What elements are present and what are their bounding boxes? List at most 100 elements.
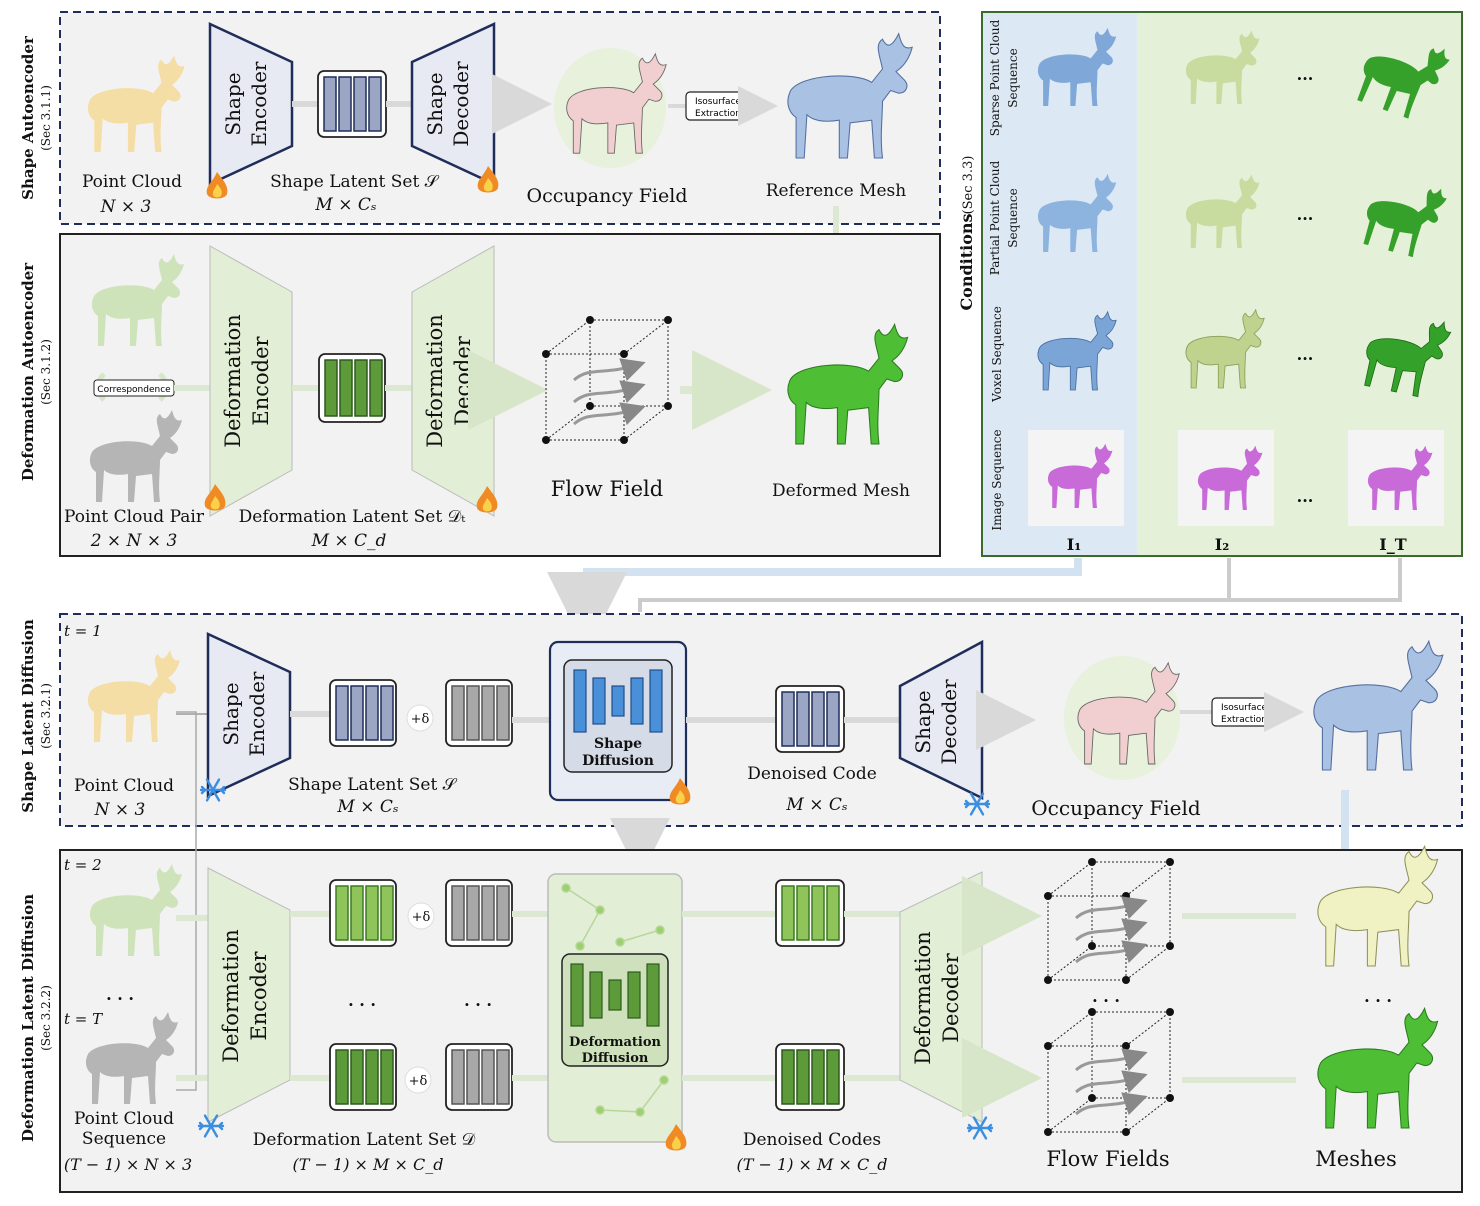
shape-ld-decoder-trapezoid xyxy=(898,639,984,801)
cond-ellipsis-3: ... xyxy=(1297,345,1314,364)
cond-row2-line1: Partial Point Cloud xyxy=(988,160,1002,275)
deform-ld-noise-tT: +δ xyxy=(409,1074,428,1089)
noise-add-circle xyxy=(406,704,434,732)
noise-add-circle-t2 xyxy=(407,902,435,930)
deform-ld-ellipsis-latent: . . . xyxy=(348,991,376,1010)
flow-field-t2-arrows xyxy=(1075,896,1148,964)
condition-arrow-shape xyxy=(547,558,1082,652)
frame-label-2: I₂ xyxy=(1215,535,1230,554)
deformation-diffusion-line1: Deformation xyxy=(569,1035,661,1050)
shape-encoder-trapezoid xyxy=(208,22,294,186)
denoised-block-tT xyxy=(775,1043,845,1111)
shape-ld-latent-label: Shape Latent Set 𝒮 xyxy=(288,775,458,795)
shape-ld-isosurface-line2: Extraction xyxy=(1221,715,1267,725)
shape-latent-block xyxy=(317,70,387,138)
shape-decoder-line1: Shape xyxy=(423,72,447,135)
deform-ld-denoised-dim: (T − 1) × M × C_d xyxy=(737,1155,888,1174)
deform-ld-ellipsis-noisy: . . . xyxy=(464,991,492,1010)
deform-ae-latent-label: Deformation Latent Set 𝒟ₜ xyxy=(239,507,466,527)
deform-ld-point-cloud-line2: Sequence xyxy=(82,1129,166,1149)
shape-ld-latent-dim: M × Cₛ xyxy=(336,797,398,817)
deform-ld-meshes-label: Meshes xyxy=(1315,1147,1396,1171)
shape-ld-point-cloud-dim: N × 3 xyxy=(94,800,146,820)
deform-ae-latent-dim: M × C_d xyxy=(311,531,387,551)
deform-encoder-line1: Deformation xyxy=(221,314,245,447)
deform-ld-ellipsis-flow: . . . xyxy=(1092,987,1120,1006)
isosurface-line2: Extraction xyxy=(695,109,741,119)
deform-ld-title: Deformation Latent Diffusion xyxy=(19,894,37,1142)
deformation-decoder-trapezoid xyxy=(411,245,495,517)
deformation-diffusion-graph xyxy=(561,883,669,1117)
deform-ld-ref: (Sec 3.2.2) xyxy=(39,985,53,1051)
shape-ae-latent-label: Shape Latent Set 𝒮 xyxy=(270,172,440,192)
shape-diffusion-line1: Shape xyxy=(594,736,642,752)
flow-field-tT-arrows xyxy=(1075,1048,1148,1116)
shape-ld-encoder-trapezoid xyxy=(206,632,292,798)
shape-ae-point-cloud-label: Point Cloud xyxy=(82,172,182,192)
deform-ld-encoder-line2: Encoder xyxy=(247,950,271,1040)
frame-label-T: I_T xyxy=(1379,535,1406,554)
deformation-latent-block xyxy=(318,353,386,423)
deform-ae-ref: (Sec 3.1.2) xyxy=(39,339,53,405)
shape-ld-noisy-block xyxy=(445,679,513,747)
deform-ld-noise-t2: +δ xyxy=(412,910,431,925)
deform-ld-time-T: t = T xyxy=(64,1010,103,1028)
shape-ae-mesh-label: Reference Mesh xyxy=(766,181,907,201)
deform-ae-point-cloud-label: Point Cloud Pair xyxy=(64,507,205,527)
deform-ld-ellipsis-mesh: . . . xyxy=(1364,987,1392,1006)
shape-ld-occupancy-label: Occupancy Field xyxy=(1031,796,1201,820)
deform-encoder-line2: Encoder xyxy=(249,335,273,425)
deform-latent-block-t2 xyxy=(329,879,397,947)
cond-row3-line1: Voxel Sequence xyxy=(990,306,1004,403)
deformation-diffusion-bars xyxy=(570,963,660,1027)
denoised-code-block xyxy=(775,685,845,753)
shape-ld-title: Shape Latent Diffusion xyxy=(19,619,37,813)
deform-ld-point-cloud-dim: (T − 1) × N × 3 xyxy=(64,1155,192,1174)
deform-ae-mesh-label: Deformed Mesh xyxy=(772,481,910,501)
shape-ld-decoder-line2: Decoder xyxy=(937,679,961,765)
flow-field-arrows xyxy=(573,358,646,426)
deform-ld-ellipsis-cloud: . . . xyxy=(106,985,134,1004)
deform-ae-title: Deformation Autoencoder xyxy=(19,262,37,481)
deformation-diffusion-line2: Diffusion xyxy=(582,1051,649,1066)
cond-row1-line2: Sequence xyxy=(1006,48,1020,107)
shape-encoder-line1: Shape xyxy=(221,72,245,135)
deform-noisy-block-t2 xyxy=(445,879,513,947)
deform-ld-decoder-line1: Deformation xyxy=(911,931,935,1064)
deform-ae-point-cloud-dim: 2 × N × 3 xyxy=(90,531,178,551)
shape-ld-encoder-line1: Shape xyxy=(219,682,243,745)
flow-field-tT-vertices xyxy=(1044,1008,1174,1136)
shape-ld-latent-block xyxy=(329,679,397,747)
deform-decoder-line1: Deformation xyxy=(423,314,447,447)
flow-field-vertices xyxy=(542,316,672,444)
shape-ld-encoder-line2: Encoder xyxy=(245,671,269,756)
deform-ld-denoised-label: Denoised Codes xyxy=(743,1130,881,1150)
cond-row1-line1: Sparse Point Cloud xyxy=(988,19,1002,136)
shape-ld-isosurface-line1: Isosurface xyxy=(1221,703,1268,713)
shape-ld-point-cloud-label: Point Cloud xyxy=(74,776,174,796)
cond-row4-line1: Image Sequence xyxy=(990,429,1004,530)
deform-decoder-line2: Decoder xyxy=(451,335,475,426)
deform-ld-decoder-line2: Decoder xyxy=(939,952,963,1043)
conditions-title: Conditions xyxy=(957,213,976,310)
deform-ld-point-cloud-line1: Point Cloud xyxy=(74,1109,174,1129)
noise-add-circle-tT xyxy=(404,1066,432,1094)
shape-ae-ref: (Sec 3.1.1) xyxy=(39,85,53,151)
condition-arrow-deform xyxy=(638,558,1402,612)
cond-ellipsis-4: ... xyxy=(1297,487,1314,506)
cond-ellipsis-2: ... xyxy=(1297,205,1314,224)
shape-ae-title: Shape Autoencoder xyxy=(19,35,37,200)
shape-ld-ref: (Sec 3.2.1) xyxy=(39,683,53,749)
denoised-block-t2 xyxy=(775,879,845,947)
deform-ld-time-2: t = 2 xyxy=(64,856,102,874)
conditions-ref: (Sec 3.3) xyxy=(961,156,976,215)
shape-decoder-line2: Decoder xyxy=(449,61,473,147)
deform-ld-encoder-line1: Deformation xyxy=(219,929,243,1062)
correspondence-label: Correspondence xyxy=(97,385,171,395)
shape-ld-time: t = 1 xyxy=(64,622,102,640)
cond-row2-line2: Sequence xyxy=(1006,188,1020,247)
deform-ld-flow-label: Flow Fields xyxy=(1046,1147,1169,1171)
cond-ellipsis-1: ... xyxy=(1297,65,1314,84)
isosurface-line1: Isosurface xyxy=(695,97,742,107)
deform-latent-block-tT xyxy=(329,1043,397,1111)
